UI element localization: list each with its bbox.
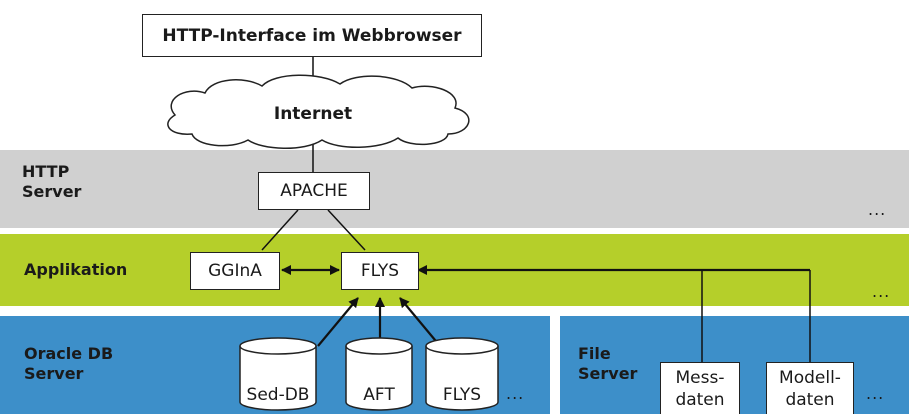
- flys-db-label: FLYS: [442, 385, 482, 405]
- http-server-band: [0, 150, 909, 228]
- file-server-label: File Server: [578, 344, 638, 383]
- oracle-more-dots: ...: [506, 384, 525, 403]
- seddb-cylinder-icon: [239, 337, 317, 411]
- flys-app-box: FLYS: [341, 252, 419, 290]
- gginfa-label: GGInA: [208, 261, 262, 281]
- arrow-flysdb-flys: [399, 297, 441, 347]
- seddb-label: Sed-DB: [246, 385, 310, 405]
- browser-label: HTTP-Interface im Webbrowser: [162, 25, 462, 46]
- arrow-seddb-flys: [317, 297, 359, 347]
- apache-label: APACHE: [280, 181, 348, 201]
- messdaten-label: Mess- daten: [675, 367, 725, 410]
- application-label: Applikation: [24, 260, 128, 279]
- flys-app-label: FLYS: [360, 261, 400, 281]
- apache-box: APACHE: [258, 172, 370, 210]
- modelldaten-label: Modell- daten: [779, 367, 841, 410]
- line-apache-gginfa: [261, 209, 299, 251]
- file-more-dots: ...: [866, 384, 885, 403]
- aft-cylinder-icon: [345, 337, 413, 411]
- application-more-dots: ...: [872, 282, 891, 301]
- gginfa-box: GGInA: [190, 252, 280, 290]
- aft-label: AFT: [363, 385, 395, 405]
- internet-label: Internet: [273, 104, 353, 124]
- messdaten-box: Mess- daten: [660, 362, 740, 414]
- flys-db-cylinder-icon: [425, 337, 499, 411]
- http-more-dots: ...: [868, 200, 887, 219]
- line-apache-flys: [327, 209, 366, 251]
- modelldaten-box: Modell- daten: [766, 362, 854, 414]
- http-server-label: HTTP Server: [22, 162, 82, 201]
- browser-box: HTTP-Interface im Webbrowser: [142, 14, 482, 57]
- oracle-db-label: Oracle DB Server: [24, 344, 114, 383]
